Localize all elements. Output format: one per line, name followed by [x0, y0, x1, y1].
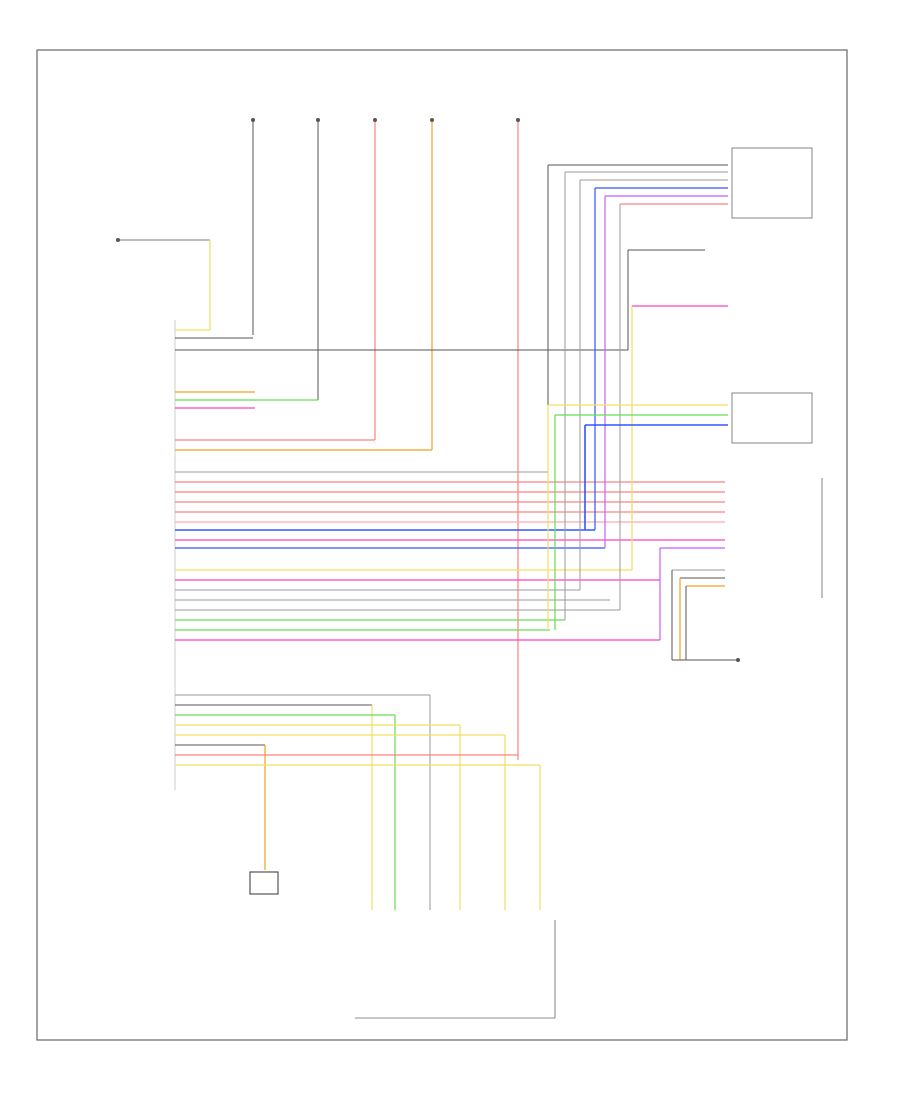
right-verticals: [547, 164, 728, 620]
module-wires-bottom: [175, 694, 541, 910]
bottom-ground-icon: [249, 871, 279, 895]
bottom-connector: [355, 920, 556, 1019]
box-b-wires: [547, 404, 728, 630]
module-harness-wires: [175, 471, 725, 641]
diagram-frame: [36, 49, 848, 1041]
top-fuse-wires: [251, 118, 520, 760]
right-box-b: [731, 392, 813, 444]
box-c-wires: [659, 547, 740, 662]
right-box-a: [731, 147, 813, 219]
left-ground-wire: [116, 238, 211, 331]
module-wires-top: [175, 337, 628, 451]
